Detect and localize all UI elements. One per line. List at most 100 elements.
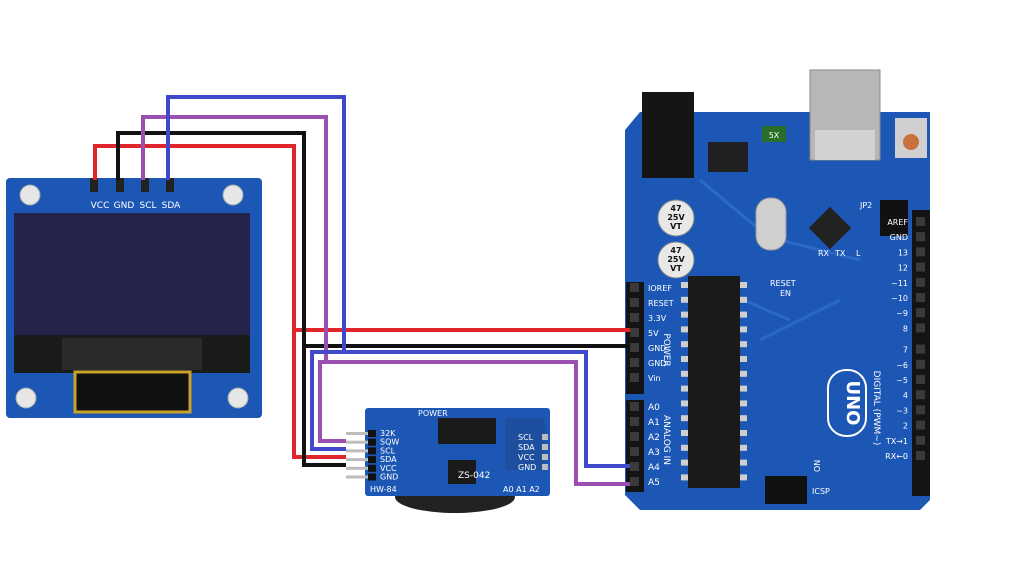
capacitor-1 bbox=[657, 199, 695, 237]
oled-driver-chip bbox=[62, 338, 202, 370]
reset-label: RESET bbox=[770, 279, 796, 288]
rtc-right-pin-label: VCC bbox=[518, 453, 535, 462]
icsp-header-bottom bbox=[765, 476, 807, 504]
rtc-header-pin bbox=[346, 449, 372, 453]
power-header-socket bbox=[630, 283, 639, 292]
power-pin-label: IOREF bbox=[648, 284, 672, 293]
digital-header-socket bbox=[916, 451, 925, 460]
rtc-header-pin bbox=[346, 475, 372, 479]
power-header-socket bbox=[630, 373, 639, 382]
capacitor-2 bbox=[657, 241, 695, 279]
rtc-pcb bbox=[365, 408, 550, 496]
mcu-leg bbox=[681, 341, 688, 348]
rtc-right-pad bbox=[542, 434, 548, 440]
analog-pin-label: A2 bbox=[648, 433, 660, 443]
wire-oled-gnd bbox=[116, 131, 346, 467]
digital-header-socket bbox=[916, 323, 925, 333]
mcu-leg bbox=[740, 311, 747, 318]
capacitor-1-label-2: 25V bbox=[667, 213, 685, 222]
rtc-right-pad bbox=[542, 464, 548, 470]
mcu-leg bbox=[740, 415, 747, 422]
ds3231-chip bbox=[438, 418, 496, 444]
mcu-leg bbox=[740, 474, 747, 481]
digital-pin-label: 8 bbox=[903, 324, 908, 333]
oled-pin-scl bbox=[141, 178, 149, 192]
capacitor-2-label-3: VT bbox=[670, 264, 682, 273]
mcu-leg bbox=[740, 459, 747, 466]
mcu-leg bbox=[681, 282, 688, 288]
power-header-socket bbox=[630, 343, 639, 352]
power-header-socket bbox=[630, 313, 639, 322]
power-header-socket bbox=[630, 358, 639, 367]
mcu-leg bbox=[740, 341, 747, 348]
oled-mount-hole bbox=[222, 184, 244, 206]
power-header-socket bbox=[630, 328, 639, 337]
digital-pin-label: 7 bbox=[903, 346, 908, 355]
mcu-leg bbox=[681, 400, 688, 407]
voltage-regulator bbox=[708, 142, 748, 172]
rtc-left-pin-label: VCC bbox=[380, 464, 397, 473]
rtc-right-pin-label: GND bbox=[518, 463, 536, 472]
oled-mount-hole bbox=[15, 387, 37, 409]
atmega-microcontroller bbox=[688, 276, 740, 488]
rtc-right-header-area bbox=[505, 418, 545, 470]
mcu-leg bbox=[681, 430, 688, 436]
rtc-header-base bbox=[368, 464, 376, 472]
rtc-header-pin bbox=[346, 466, 372, 470]
digital-header-socket bbox=[916, 435, 925, 445]
digital-header-socket bbox=[916, 277, 925, 287]
digital-header-socket bbox=[916, 390, 925, 400]
mcu-leg bbox=[681, 311, 688, 318]
uno-logo-outline bbox=[827, 369, 867, 437]
oled-label-scl: SCL bbox=[139, 201, 156, 211]
icsp-header-top bbox=[880, 200, 908, 236]
digital-header-socket bbox=[916, 359, 925, 369]
mcu-leg bbox=[681, 385, 688, 392]
mcu-leg bbox=[681, 459, 688, 466]
analog-header-socket bbox=[630, 432, 639, 441]
digital-header-socket bbox=[916, 405, 925, 415]
analog-header-label: ANALOG IN bbox=[661, 415, 671, 465]
rtc-header-base bbox=[368, 447, 376, 455]
digital-header-socket bbox=[916, 262, 925, 272]
digital-pin-label: ~10 bbox=[891, 294, 908, 303]
digital-pin-label: GND bbox=[890, 233, 908, 242]
digital-header-socket bbox=[916, 217, 925, 226]
mcu-leg bbox=[681, 296, 688, 303]
rtc-header-pin bbox=[346, 458, 372, 462]
mcu-leg bbox=[681, 370, 688, 377]
analog-pin-label: A0 bbox=[648, 403, 660, 413]
mcu-leg bbox=[740, 370, 747, 377]
rtc-left-pin-label: SCL bbox=[380, 446, 396, 455]
rtc-model-label: ZS-042 bbox=[458, 471, 490, 481]
analog-pin-label: A3 bbox=[648, 448, 660, 458]
fuse-label: 5X bbox=[769, 131, 780, 140]
crystal-oscillator bbox=[755, 197, 787, 251]
digital-pin-label: 12 bbox=[898, 264, 908, 273]
mcu-leg bbox=[740, 400, 747, 407]
analog-header-socket bbox=[630, 462, 639, 471]
analog-header-socket bbox=[630, 402, 639, 411]
en-label: EN bbox=[780, 289, 791, 298]
rx-led-label: RX bbox=[818, 249, 830, 258]
power-header-socket bbox=[630, 298, 639, 307]
uno-logo-text: UNO bbox=[842, 381, 863, 426]
icsp-label: ICSP bbox=[812, 487, 830, 496]
arduino-traces bbox=[699, 178, 861, 342]
rtc-left-pin-label: GND bbox=[380, 473, 398, 482]
power-pin-label: 3.3V bbox=[648, 314, 667, 323]
digital-header-socket bbox=[916, 308, 925, 318]
capacitor-2-label-2: 25V bbox=[667, 255, 685, 264]
dc-power-jack bbox=[642, 92, 694, 178]
oled-label-vcc: VCC bbox=[91, 201, 110, 211]
on-led-label: ON bbox=[813, 460, 822, 472]
eeprom-chip bbox=[448, 460, 476, 484]
power-pin-label: Vin bbox=[648, 374, 661, 383]
mcu-leg bbox=[681, 444, 688, 451]
tx-led-label: TX bbox=[834, 249, 846, 258]
capacitor-2-label-1: 47 bbox=[670, 246, 681, 255]
fuse bbox=[762, 126, 786, 142]
